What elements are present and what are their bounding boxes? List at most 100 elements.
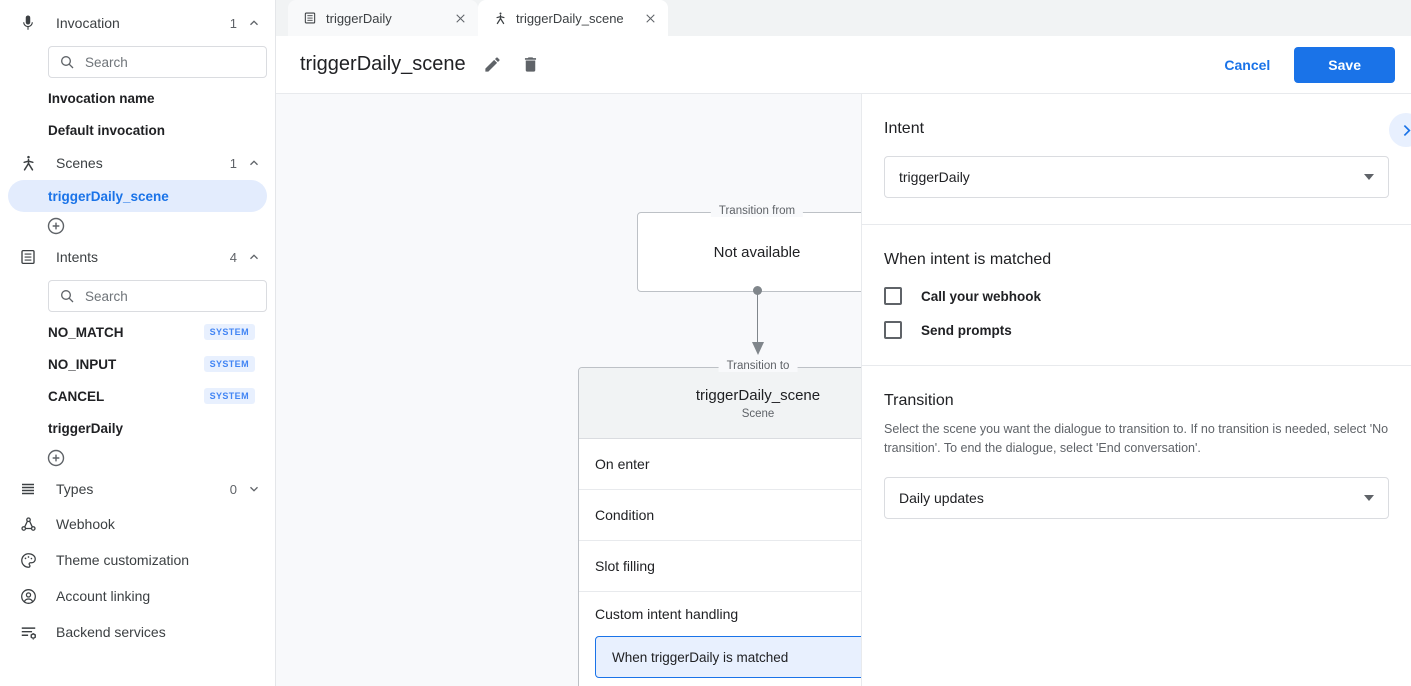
chevron-up-icon[interactable] — [247, 16, 261, 30]
intent-section: Intent triggerDaily — [862, 94, 1411, 225]
body-area: Transition from Not available Transition… — [276, 94, 1411, 686]
sidebar-item-label: triggerDaily — [48, 420, 124, 436]
transition-to-legend: Transition to — [718, 360, 798, 372]
sidebar-item-webhook[interactable]: Webhook — [0, 506, 275, 542]
close-icon[interactable] — [642, 10, 658, 26]
transition-section-title: Transition — [884, 392, 954, 409]
sidebar-item-label: triggerDaily_scene — [48, 188, 169, 204]
sidebar-item-label: Webhook — [56, 516, 115, 532]
when-matched-section: When intent is matched Call your webhook… — [862, 225, 1411, 366]
sidebar-item-theme-customization[interactable]: Theme customization — [0, 542, 275, 578]
scene-row-slot-filling[interactable]: Slot filling + — [579, 541, 861, 592]
sidebar-item-default-invocation[interactable]: Default invocation — [8, 114, 267, 146]
scene-row-custom-intent-handling[interactable]: Custom intent handling + — [579, 592, 861, 636]
sidebar-item-no-match[interactable]: NO_MATCH SYSTEM — [8, 316, 267, 348]
status-badge: SYSTEM — [203, 324, 255, 340]
transition-select-value: Daily updates — [899, 489, 984, 506]
sidebar-item-triggerdaily-scene[interactable]: triggerDaily_scene — [8, 180, 267, 212]
chevron-up-icon[interactable] — [247, 156, 261, 170]
scenes-icon — [16, 151, 40, 175]
chevron-right-icon[interactable] — [1389, 113, 1411, 147]
dropdown-caret-icon — [1364, 174, 1374, 180]
add-intent-icon[interactable] — [46, 448, 66, 468]
add-scene-icon[interactable] — [46, 216, 66, 236]
sidebar-group-count: 1 — [229, 155, 237, 171]
intents-search-input[interactable] — [85, 288, 256, 304]
sidebar-item-triggerdaily[interactable]: triggerDaily — [8, 412, 267, 444]
checkbox-box[interactable] — [884, 287, 902, 305]
properties-panel: Intent triggerDaily When intent is match… — [862, 94, 1411, 686]
main-area: triggerDaily triggerDaily_scene triggerD… — [276, 0, 1411, 686]
tab-triggerdaily-scene[interactable]: triggerDaily_scene — [478, 0, 668, 36]
search-icon — [59, 54, 75, 70]
invocation-search-box[interactable] — [48, 46, 267, 78]
account-icon — [16, 584, 40, 608]
sidebar-item-label: NO_MATCH — [48, 324, 124, 340]
scene-row-on-enter[interactable]: On enter + — [579, 439, 861, 490]
sidebar-group-label: Scenes — [56, 155, 103, 171]
sidebar-item-invocation-name[interactable]: Invocation name — [8, 82, 267, 114]
add-intent-row — [0, 444, 275, 472]
sidebar-group-label: Intents — [56, 249, 99, 265]
cancel-button[interactable]: Cancel — [1208, 48, 1286, 82]
sidebar-group-scenes[interactable]: Scenes 1 — [0, 146, 275, 180]
intent-tab-icon — [302, 10, 318, 26]
sidebar-item-label: NO_INPUT — [48, 356, 117, 372]
intent-select[interactable]: triggerDaily — [884, 156, 1389, 198]
checkbox-call-your-webhook[interactable]: Call your webhook — [884, 287, 1389, 305]
page-title: triggerDaily_scene — [300, 53, 466, 75]
backend-icon — [16, 620, 40, 644]
sidebar-group-count: 1 — [229, 15, 237, 31]
trash-icon[interactable] — [520, 54, 542, 76]
scene-row-label: Condition — [595, 507, 655, 523]
search-icon — [59, 288, 75, 304]
intents-search-box[interactable] — [48, 280, 267, 312]
checkbox-send-prompts[interactable]: Send prompts — [884, 321, 1389, 339]
invocation-search-wrap — [0, 40, 275, 82]
add-scene-row — [0, 212, 275, 240]
sidebar: Invocation 1 Invocation name Default inv… — [0, 0, 276, 686]
scene-node-card[interactable]: Transition to triggerDaily_scene Scene O… — [578, 360, 861, 686]
sidebar-item-label: Default invocation — [48, 122, 166, 138]
webhook-icon — [16, 512, 40, 536]
sidebar-group-count: 4 — [229, 249, 237, 265]
save-button[interactable]: Save — [1294, 46, 1395, 83]
scene-subtitle: Scene — [741, 407, 775, 420]
intents-icon — [16, 245, 40, 269]
sidebar-group-count: 0 — [229, 481, 237, 497]
sidebar-item-no-input[interactable]: NO_INPUT SYSTEM — [8, 348, 267, 380]
sidebar-item-backend-services[interactable]: Backend services — [0, 614, 275, 650]
page-header: triggerDaily_scene Cancel Save — [276, 36, 1411, 94]
sidebar-group-types[interactable]: Types 0 — [0, 472, 275, 506]
edge-arrow-down-icon — [752, 342, 764, 355]
scene-graph-canvas[interactable]: Transition from Not available Transition… — [276, 94, 862, 686]
transition-description: Select the scene you want the dialogue t… — [884, 422, 1389, 456]
sidebar-group-intents[interactable]: Intents 4 — [0, 240, 275, 274]
scene-row-condition[interactable]: Condition + — [579, 490, 861, 541]
sidebar-group-label: Invocation — [56, 15, 120, 31]
transition-from-node[interactable]: Transition from Not available — [637, 205, 861, 292]
transition-select[interactable]: Daily updates — [884, 476, 1389, 519]
scene-section-custom-intent-handling: Custom intent handling + When triggerDai… — [579, 592, 861, 686]
invocation-search-input[interactable] — [85, 54, 256, 70]
sidebar-item-cancel[interactable]: CANCEL SYSTEM — [8, 380, 267, 412]
scene-name: triggerDaily_scene — [695, 386, 821, 404]
intent-select-value: triggerDaily — [899, 169, 970, 185]
sidebar-item-label: Theme customization — [56, 552, 190, 568]
intent-handler-chip[interactable]: When triggerDaily is matched — [595, 636, 861, 678]
sidebar-item-account-linking[interactable]: Account linking — [0, 578, 275, 614]
transition-from-value: Not available — [713, 243, 801, 261]
sidebar-item-label: Account linking — [56, 588, 151, 604]
pencil-icon[interactable] — [482, 54, 504, 76]
when-matched-title: When intent is matched — [884, 251, 1052, 268]
edge-vertical-line — [757, 290, 758, 348]
chevron-down-icon[interactable] — [247, 482, 261, 496]
chevron-up-icon[interactable] — [247, 250, 261, 264]
sidebar-group-invocation[interactable]: Invocation 1 — [0, 6, 275, 40]
intents-search-wrap — [0, 274, 275, 316]
scene-row-label: On enter — [595, 456, 650, 472]
tab-triggerdaily[interactable]: triggerDaily — [288, 0, 478, 36]
tab-strip: triggerDaily triggerDaily_scene — [276, 0, 1411, 36]
close-icon[interactable] — [452, 10, 468, 26]
checkbox-box[interactable] — [884, 321, 902, 339]
